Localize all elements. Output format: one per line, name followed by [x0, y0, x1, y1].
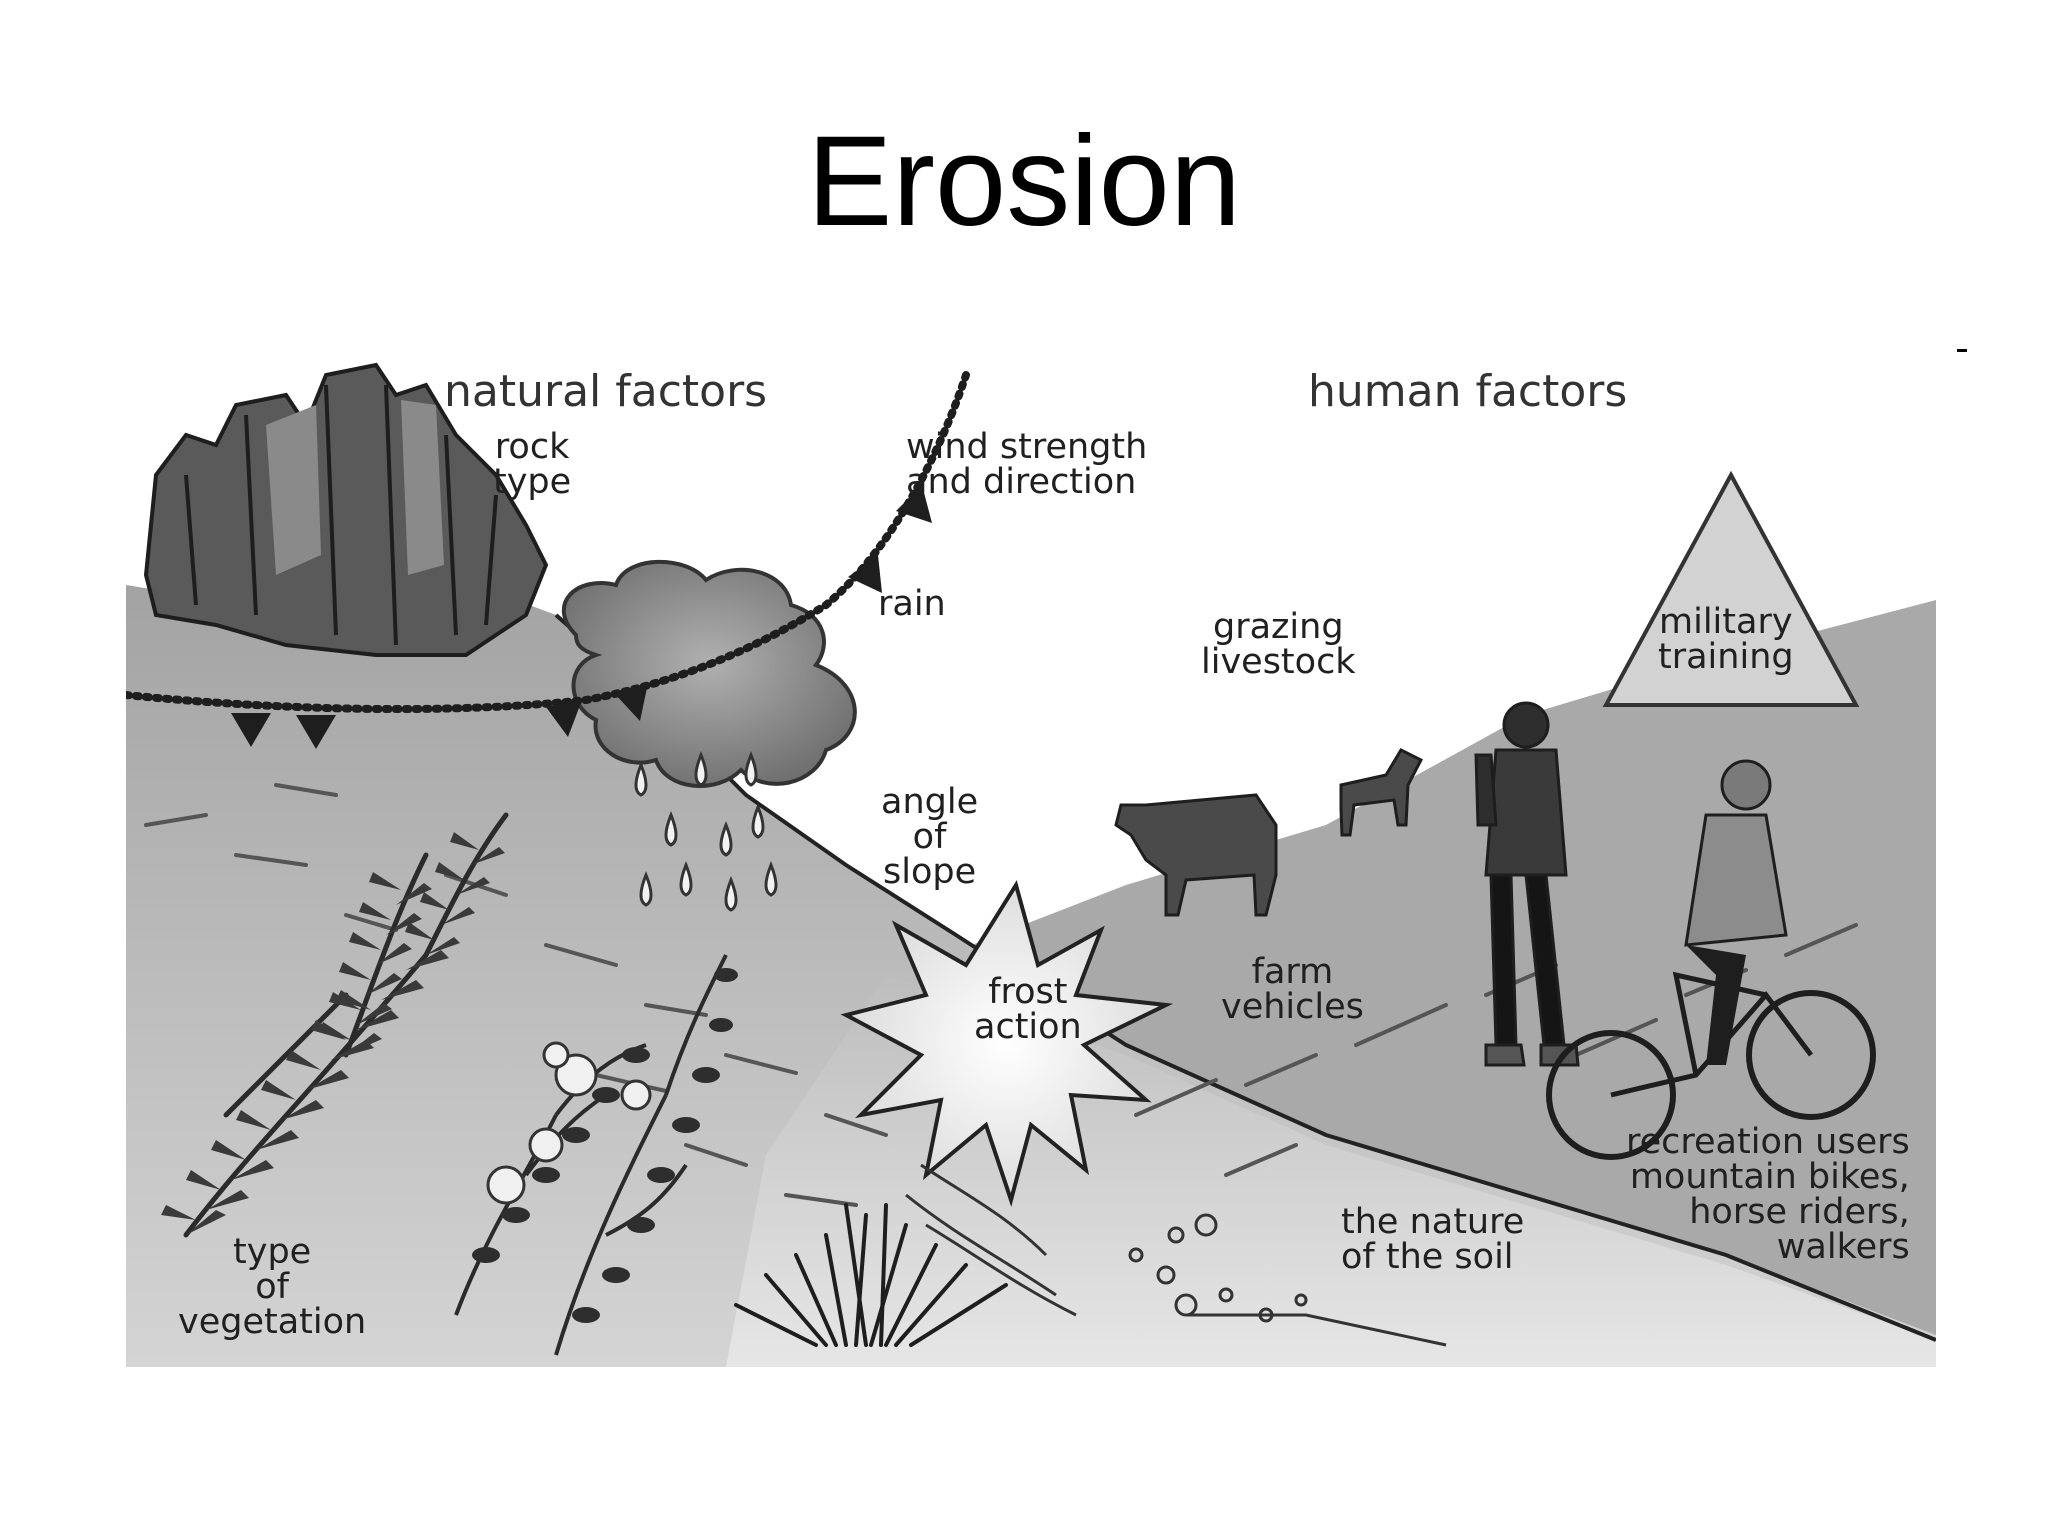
grazing-line-1: grazing [1213, 607, 1344, 647]
cow [1114, 793, 1278, 917]
ferns [183, 812, 509, 1238]
walker [1474, 701, 1580, 1067]
wind-line-2: and direction [906, 462, 1137, 502]
soil-line-1: the nature [1341, 1202, 1525, 1242]
angle-line-2: of [912, 817, 947, 857]
farm-vehicles-label: farm vehicles [1221, 955, 1364, 1025]
rock-type-label: rock type [493, 430, 571, 500]
shrub-leaves [472, 968, 738, 1323]
grazing-line-2: livestock [1201, 642, 1356, 682]
recreation-line-2: mountain bikes, [1629, 1157, 1910, 1197]
wind-line-1: wind strength [906, 427, 1148, 467]
military-line-2: training [1658, 637, 1794, 677]
type-of-vegetation-label: type of vegetation [178, 1235, 366, 1340]
frost-line-1: frost [988, 972, 1068, 1012]
flowers [486, 1041, 652, 1205]
erosion-illustration [126, 362, 1936, 1367]
frost-action-label: frost action [974, 975, 1082, 1045]
cyclist [1546, 759, 1876, 1160]
angle-line-3: slope [882, 852, 977, 892]
military-line-1: military [1659, 602, 1793, 642]
rain-cloud [561, 559, 857, 788]
angle-of-slope-label: angle of slope [881, 785, 978, 890]
frost-star [840, 880, 1174, 1207]
rain-label: rain [878, 584, 946, 624]
military-training-label: military training [1658, 605, 1794, 675]
recreation-line-1: recreation users [1626, 1122, 1910, 1162]
soil-line-2: of the soil [1341, 1237, 1514, 1277]
left-hill [126, 585, 1936, 1367]
grazing-livestock-label: grazing livestock [1201, 610, 1356, 680]
fern-leaves [161, 832, 505, 1235]
rock-type-line-2: type [493, 462, 572, 502]
farm-line-1: farm [1251, 952, 1334, 992]
erosion-diagram: natural factors human factors rock type … [126, 355, 1936, 1367]
military-triangle [1602, 470, 1860, 707]
recreation-line-3: horse riders, [1689, 1192, 1910, 1232]
vegetation-line-1: type [233, 1232, 312, 1272]
recreation-line-4: walkers [1776, 1227, 1910, 1267]
angle-line-1: angle [881, 782, 979, 822]
human-factors-heading: human factors [1308, 366, 1628, 417]
nature-of-soil-label: the nature of the soil [1341, 1205, 1524, 1275]
frost-line-2: action [974, 1007, 1082, 1047]
farm-line-2: vehicles [1221, 987, 1364, 1027]
horse [1339, 748, 1424, 837]
grass-tuft [734, 1203, 1008, 1347]
rain-drops [634, 750, 778, 912]
recreation-users-label: recreation users mountain bikes, horse r… [1626, 1125, 1910, 1265]
soil-marks [905, 1163, 1447, 1347]
corner-dash [1957, 349, 1967, 352]
rock-formation [143, 362, 549, 657]
vegetation-line-2: of [255, 1267, 289, 1307]
wind-triangles [231, 485, 932, 749]
vegetation-line-3: vegetation [178, 1302, 367, 1342]
rock-type-line-1: rock [494, 427, 570, 467]
wind-front [126, 371, 970, 714]
wind-label: wind strength and direction [906, 430, 1147, 500]
slide-title: Erosion [807, 110, 1241, 253]
natural-factors-heading: natural factors [444, 366, 768, 417]
